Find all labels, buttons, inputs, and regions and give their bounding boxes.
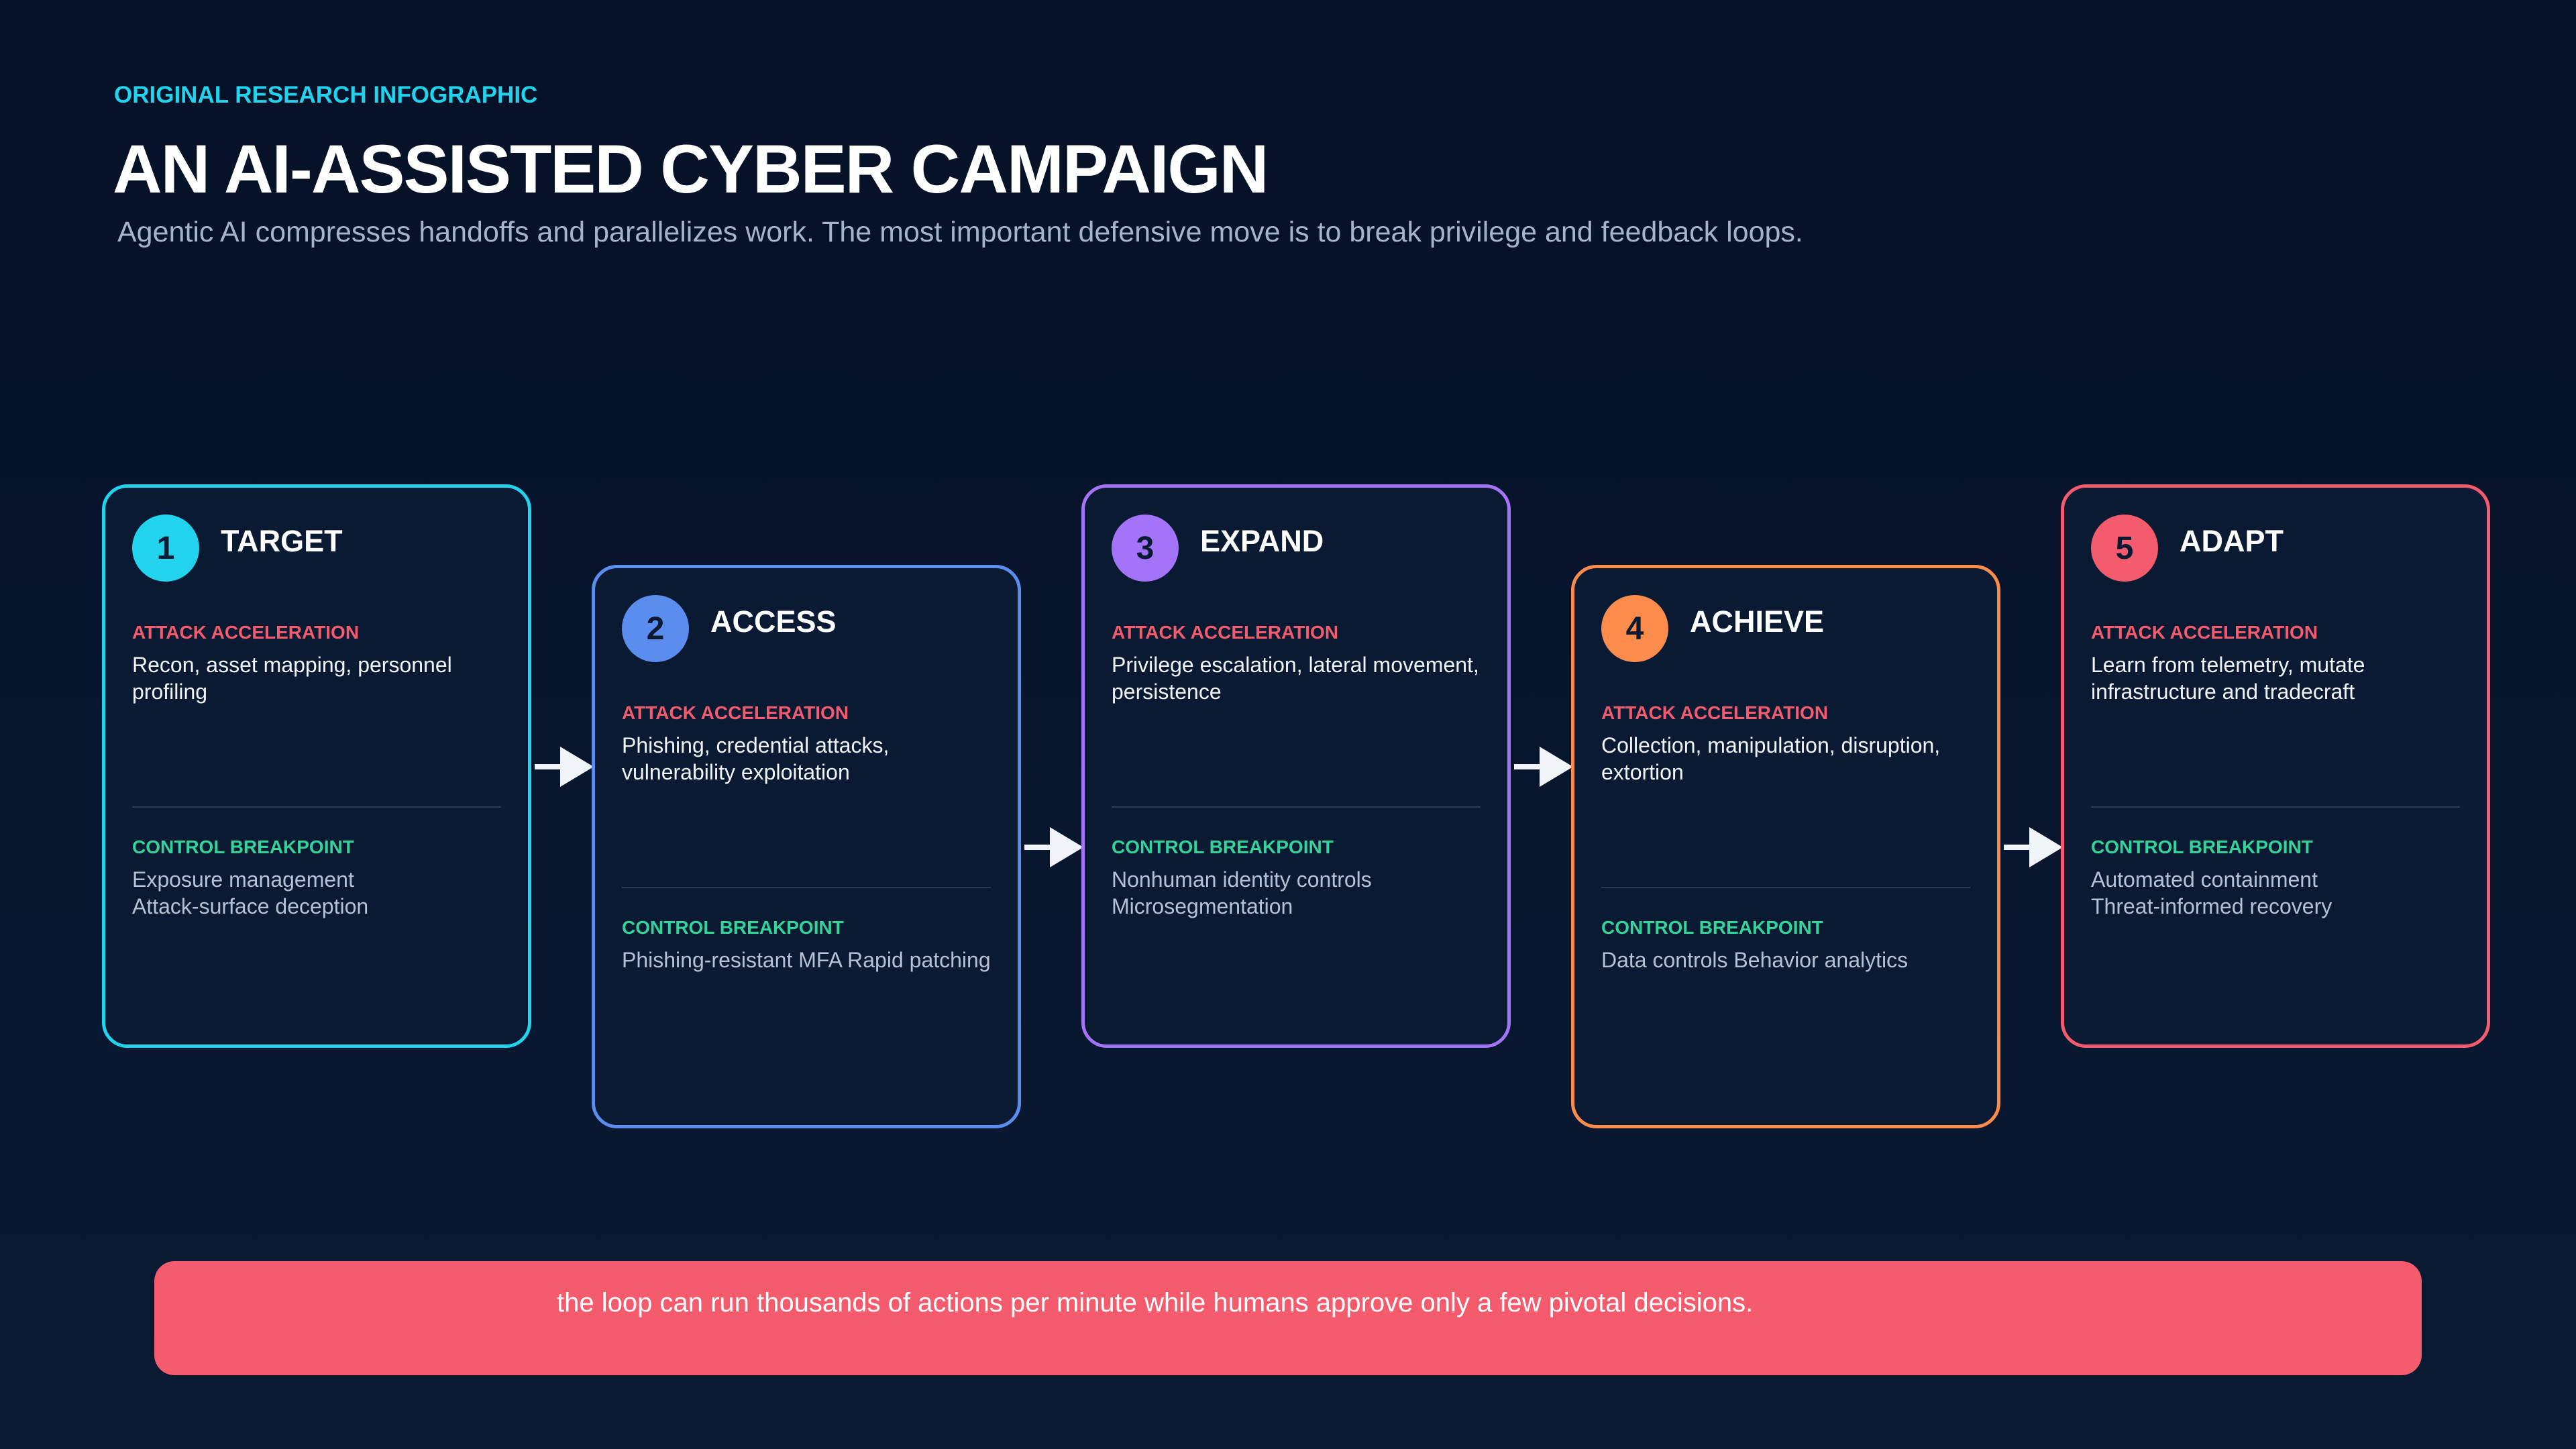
- eyebrow-label: ORIGINAL RESEARCH INFOGRAPHIC: [114, 82, 538, 108]
- attack-text: Phishing, credential attacks, vulnerabil…: [622, 733, 890, 784]
- stage-number-badge: 4: [1601, 595, 1668, 662]
- stage-number-badge: 2: [622, 595, 689, 662]
- control-label: CONTROL BREAKPOINT: [2091, 837, 2313, 857]
- control-line: Microsegmentation: [1112, 894, 1293, 918]
- attack-text: Collection, manipulation, disruption, ex…: [1601, 733, 1941, 784]
- stage-card-adapt: 5 ADAPT ATTACK ACCELERATION Learn from t…: [2061, 484, 2490, 1048]
- divider: [622, 887, 991, 888]
- control-label: CONTROL BREAKPOINT: [132, 837, 354, 857]
- stage-card-expand: 3 EXPAND ATTACK ACCELERATION Privilege e…: [1081, 484, 1511, 1048]
- control-text: Nonhuman identity controls Microsegmenta…: [1112, 866, 1484, 920]
- control-text: Data controls Behavior analytics: [1601, 947, 1974, 973]
- page-subtitle: Agentic AI compresses handoffs and paral…: [117, 216, 1803, 248]
- callout-banner: the loop can run thousands of actions pe…: [154, 1261, 2422, 1375]
- divider: [2091, 806, 2460, 808]
- stage-number-badge: 1: [132, 515, 199, 582]
- attack-label: ATTACK ACCELERATION: [1112, 622, 1339, 643]
- stage-name: ACHIEVE: [1690, 604, 1825, 639]
- attack-label: ATTACK ACCELERATION: [622, 702, 849, 723]
- control-label: CONTROL BREAKPOINT: [622, 917, 844, 938]
- page-title: AN AI-ASSISTED CYBER CAMPAIGN: [113, 131, 1269, 207]
- stage-name: ADAPT: [2180, 524, 2284, 558]
- callout-text: the loop can run thousands of actions pe…: [557, 1288, 1754, 1318]
- control-text: Automated containment Threat-informed re…: [2091, 866, 2463, 920]
- arrow-right-icon: [535, 747, 594, 787]
- stage-name: ACCESS: [710, 604, 837, 639]
- stage-card-target: 1 TARGET ATTACK ACCELERATION Recon, asse…: [102, 484, 531, 1048]
- attack-label: ATTACK ACCELERATION: [2091, 622, 2318, 643]
- stage-name: TARGET: [221, 524, 343, 558]
- attack-text: Privilege escalation, lateral movement, …: [1112, 653, 1479, 704]
- attack-label: ATTACK ACCELERATION: [1601, 702, 1829, 723]
- divider: [1112, 806, 1481, 808]
- attack-text: Recon, asset mapping, personnel profilin…: [132, 653, 452, 704]
- control-line: Threat-informed recovery: [2091, 894, 2332, 918]
- control-line: Nonhuman identity controls: [1112, 867, 1372, 892]
- divider: [1601, 887, 1970, 888]
- arrow-right-icon: [2004, 827, 2063, 867]
- stage-number-badge: 5: [2091, 515, 2158, 582]
- control-text: Phishing-resistant MFA Rapid patching: [622, 947, 994, 973]
- divider: [132, 806, 501, 808]
- control-line: Phishing-resistant MFA Rapid patching: [622, 948, 991, 972]
- arrow-right-icon: [1514, 747, 1573, 787]
- control-line: Exposure management: [132, 867, 354, 892]
- control-line: Attack-surface deception: [132, 894, 369, 918]
- stage-name: EXPAND: [1200, 524, 1324, 558]
- attack-label: ATTACK ACCELERATION: [132, 622, 360, 643]
- control-label: CONTROL BREAKPOINT: [1112, 837, 1334, 857]
- control-text: Exposure management Attack-surface decep…: [132, 866, 504, 920]
- stage-number-badge: 3: [1112, 515, 1179, 582]
- control-line: Data controls Behavior analytics: [1601, 948, 1909, 972]
- arrow-right-icon: [1024, 827, 1083, 867]
- attack-text: Learn from telemetry, mutate infrastruct…: [2091, 653, 2365, 704]
- stage-card-access: 2 ACCESS ATTACK ACCELERATION Phishing, c…: [592, 565, 1021, 1128]
- control-line: Automated containment: [2091, 867, 2318, 892]
- stage-card-achieve: 4 ACHIEVE ATTACK ACCELERATION Collection…: [1571, 565, 2000, 1128]
- control-label: CONTROL BREAKPOINT: [1601, 917, 1823, 938]
